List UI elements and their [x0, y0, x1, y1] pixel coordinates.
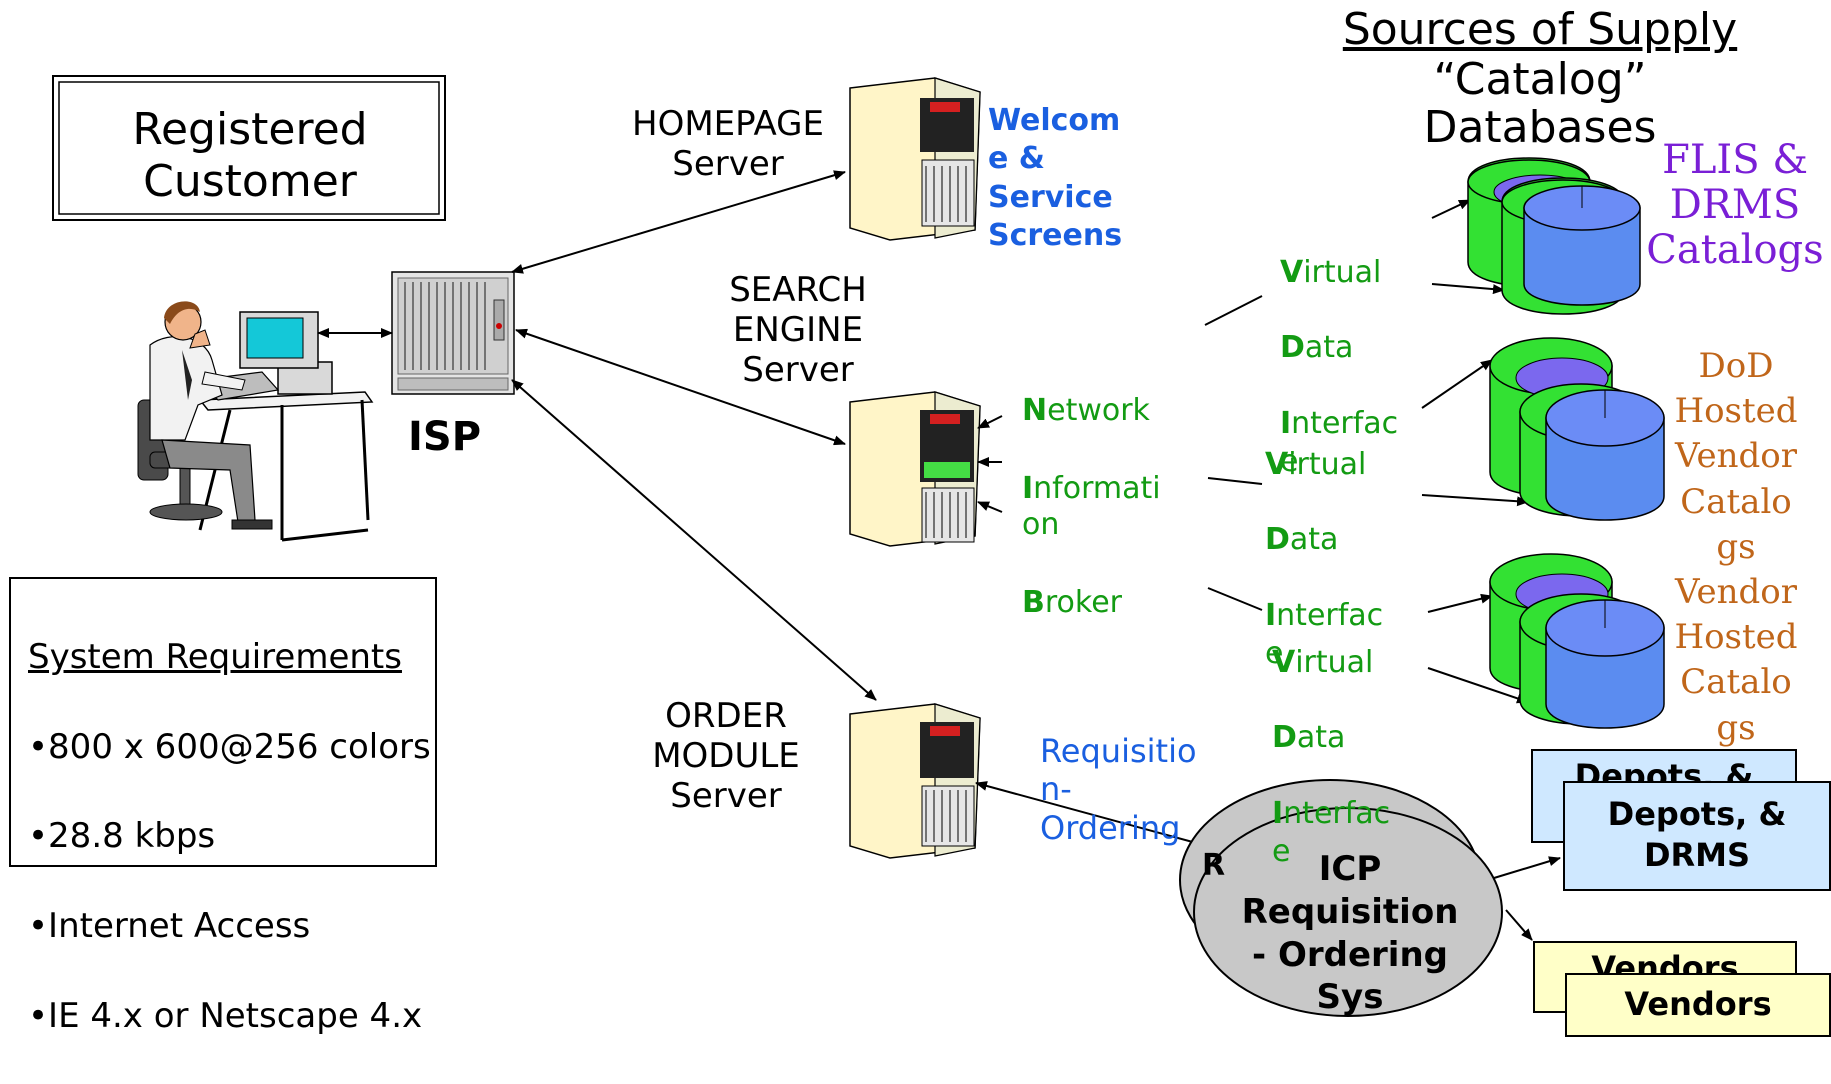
requirement-item: •800 x 600@256 colors	[28, 726, 431, 767]
vdi-rest: irtual	[1295, 644, 1374, 680]
arrow-icp-order	[975, 781, 1201, 845]
requirement-item: •IE 4.x or Netscape 4.x	[28, 995, 423, 1036]
registered-customer-label: Registered Customer	[132, 104, 368, 207]
nib-rest: nformati on	[1022, 471, 1161, 542]
arrow-isp-order	[511, 379, 877, 701]
dod-hosted-vendor-catalogs-label: DoD Hosted Vendor Catalo gs	[1674, 346, 1798, 567]
vdi-rest: irtual	[1288, 446, 1367, 482]
icp-front-ellipse	[1193, 807, 1503, 1017]
vdi-rest: ata	[1289, 522, 1339, 558]
vdi-rest: ata	[1304, 330, 1354, 366]
vdi-rest: ata	[1296, 720, 1346, 756]
vendors-front-box	[1565, 973, 1831, 1037]
nib-rest: roker	[1044, 585, 1122, 621]
requirement-item: •28.8 kbps	[28, 816, 216, 857]
vdi-rest: nterfac e	[1280, 405, 1399, 479]
welcome-service-screens-label: Welcom e & Service Screens	[988, 103, 1123, 254]
vdi-label-2: Virtual Data Interfac e	[1265, 408, 1383, 710]
vendors-back-label: Vendors	[1591, 950, 1739, 974]
requirement-item: •Internet Access	[28, 906, 311, 947]
flis-drms-catalogs-label: FLIS & DRMS Catalogs	[1646, 137, 1824, 273]
search-engine-server-label: SEARCH ENGINE Server	[729, 270, 867, 391]
nib-broker: Broker	[1022, 550, 1122, 621]
catalog-databases-label: “Catalog” Databases	[1423, 54, 1657, 154]
isp-label: ISP	[408, 414, 482, 460]
nib-network: Network	[1022, 358, 1150, 429]
vdi-initial: D	[1280, 330, 1305, 366]
isp-rack-icon	[391, 271, 515, 395]
vdi-initial: I	[1265, 597, 1277, 633]
vdi-initial: D	[1265, 522, 1290, 558]
vdi-label-1: Virtual Data Interfac e	[1280, 216, 1398, 518]
system-requirements: System Requirements •800 x 600@256 color…	[28, 590, 431, 1084]
vendor-hosted-catalogs-label: Vendor Hosted Catalo gs	[1674, 572, 1798, 748]
search-engine-server-icon	[849, 391, 981, 547]
depots-front-box	[1563, 781, 1831, 891]
vdi-initial: I	[1272, 795, 1284, 831]
depots-drms-label: Depots, & DRMS	[1607, 795, 1787, 874]
vdi-initial: V	[1280, 254, 1304, 290]
registered-customer-frame	[52, 75, 446, 221]
vdi-initial: V	[1265, 446, 1289, 482]
nib-initial: I	[1022, 471, 1034, 507]
dod-vendor-database-icon	[1489, 337, 1665, 521]
system-requirements-title: System Requirements	[28, 636, 402, 677]
user-at-computer-icon	[137, 301, 374, 542]
vdi-initial: D	[1272, 720, 1297, 756]
order-module-server-icon	[849, 703, 981, 859]
nib-rest: etwork	[1047, 393, 1150, 429]
depots-back-label: Depots, &	[1574, 758, 1754, 782]
vendor-hosted-database-icon	[1489, 553, 1665, 729]
system-requirements-box	[9, 577, 437, 867]
icp-back-letter: R	[1202, 848, 1226, 883]
diagram-canvas	[9, 75, 1831, 1037]
vdi-initial: I	[1280, 405, 1292, 441]
icp-requisition-ordering-label: ICP Requisition - Ordering Sys	[1241, 849, 1459, 1018]
connection-arrows	[317, 170, 1561, 941]
vdi-rest: irtual	[1303, 254, 1382, 290]
sources-of-supply-title: Sources of Supply	[1342, 4, 1738, 55]
vdi-label-3: Virtual Data Interfac e	[1272, 606, 1390, 908]
nib-initial: B	[1022, 585, 1045, 621]
vdi-rest: nterfac e	[1265, 597, 1384, 671]
vdi-initial: V	[1272, 644, 1296, 680]
flis-drms-database-icon	[1467, 157, 1641, 315]
vendors-label: Vendors	[1624, 985, 1772, 1023]
nib-initial: N	[1022, 393, 1048, 429]
nib-information: Informati on	[1022, 436, 1161, 542]
homepage-server-icon	[849, 77, 981, 241]
arrow-isp-homepage	[511, 170, 846, 274]
vdi-rest: nterfac e	[1272, 795, 1391, 869]
homepage-server-label: HOMEPAGE Server	[632, 104, 824, 185]
order-module-server-label: ORDER MODULE Server	[652, 696, 800, 817]
requisition-ordering-label: Requisitio n- Ordering	[1040, 732, 1197, 847]
